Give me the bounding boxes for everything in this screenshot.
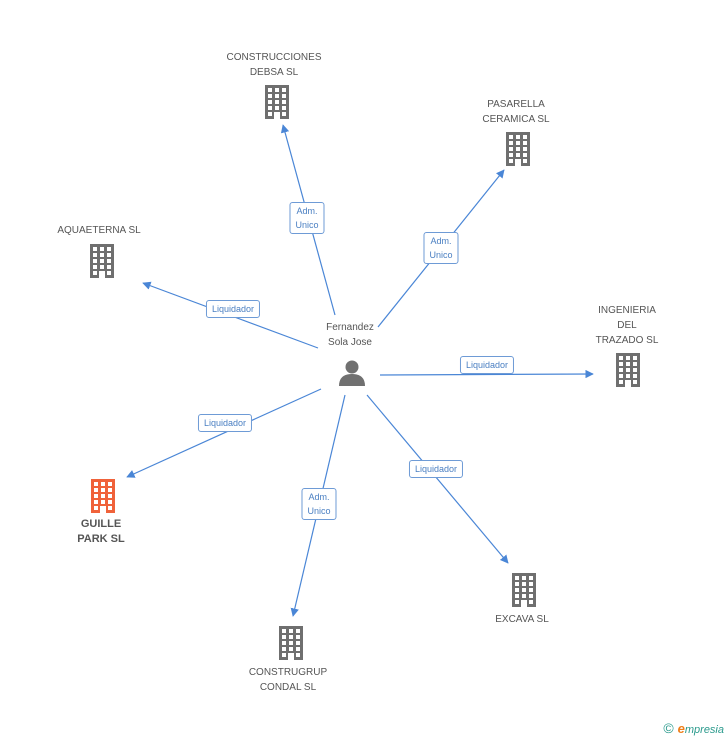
edge-label-ingenieria[interactable]: Liquidador [459, 356, 515, 374]
building-icon-aquaeterna[interactable] [90, 244, 114, 278]
company-label-guille[interactable]: GUILLE PARK SL [77, 518, 125, 545]
edge-label-construgrup[interactable]: Adm. Unico [301, 488, 337, 520]
person-name-label[interactable]: Fernandez Sola Jose [326, 322, 374, 348]
building-icon-excava[interactable] [512, 573, 536, 607]
copyright-icon: © [663, 720, 674, 736]
building-icon-pasarella[interactable] [506, 132, 530, 166]
edge-label-aquaeterna[interactable]: Liquidador [205, 300, 261, 318]
edge-label-pasarella[interactable]: Adm. Unico [423, 232, 459, 264]
brand-initial: e [677, 721, 685, 736]
edge-label-excava[interactable]: Liquidador [408, 460, 464, 478]
company-label-ingenieria[interactable]: INGENIERIA DEL TRAZADO SL [595, 305, 659, 346]
company-label-construcciones[interactable]: CONSTRUCCIONES DEBSA SL [226, 52, 322, 78]
person-icon[interactable] [339, 360, 365, 387]
building-icon-guille[interactable] [91, 479, 115, 513]
edge-label-construcciones[interactable]: Adm. Unico [289, 202, 325, 234]
edge-ingenieria [379, 369, 594, 379]
building-icon-ingenieria[interactable] [616, 353, 640, 387]
edge-excava [366, 394, 509, 564]
company-label-aquaeterna[interactable]: AQUAETERNA SL [57, 225, 141, 236]
company-label-pasarella[interactable]: PASARELLA CERAMICA SL [482, 99, 550, 125]
brand-name: mpresia [684, 724, 724, 736]
company-label-excava[interactable]: EXCAVA SL [495, 614, 549, 625]
building-icon-construcciones[interactable] [265, 85, 289, 119]
footer-brand: ©empresia [663, 720, 724, 736]
company-label-construgrup[interactable]: CONSTRUGRUP CONDAL SL [248, 667, 328, 693]
edge-label-guille[interactable]: Liquidador [197, 414, 253, 432]
building-icon-construgrup[interactable] [279, 626, 303, 660]
edge-guille [126, 388, 322, 478]
